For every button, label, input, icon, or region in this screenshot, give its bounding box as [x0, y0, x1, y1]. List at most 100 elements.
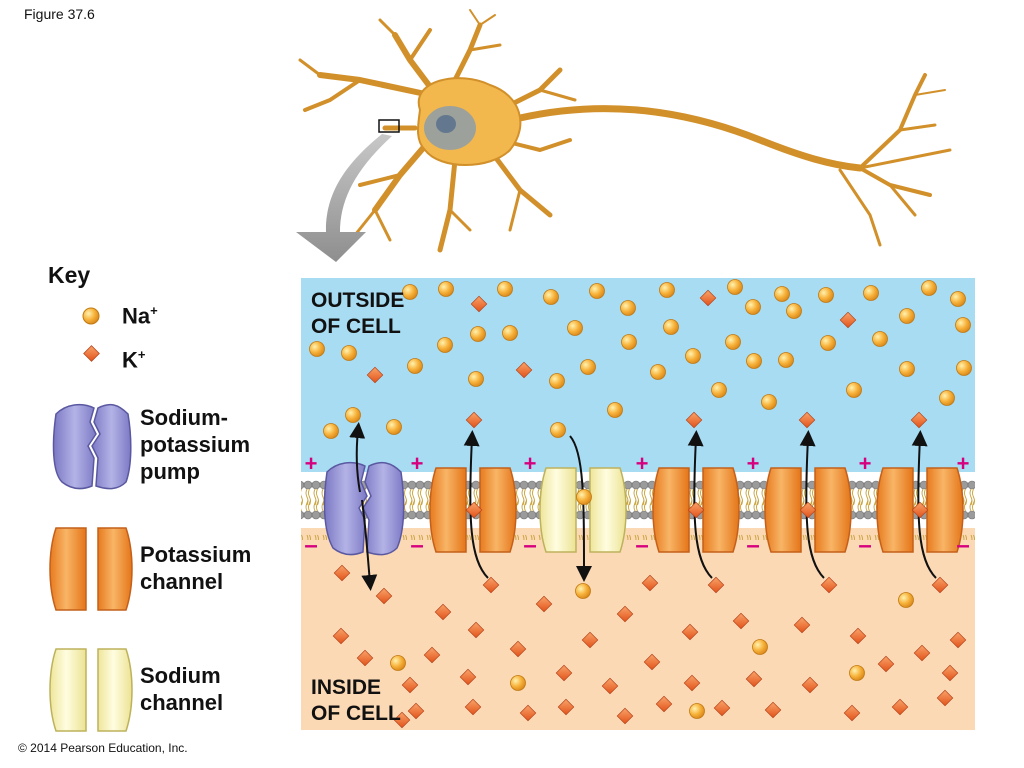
k-ion: [707, 576, 725, 594]
k-ion: [936, 689, 954, 707]
pump-arrow-out: [349, 422, 366, 493]
na-ion: [575, 583, 591, 599]
negative-charge: –: [956, 532, 969, 559]
na-ion: [576, 489, 592, 505]
na-ion: [950, 291, 966, 307]
k-ion: [891, 698, 909, 716]
na-ion: [621, 334, 637, 350]
sodium-potassium-pump: [323, 461, 405, 556]
k-ion: [332, 627, 350, 645]
na-arrow: [569, 435, 592, 582]
k-ion: [713, 699, 731, 717]
key-title: Key: [48, 262, 91, 288]
membrane-proteins: [323, 461, 964, 556]
na-ion: [752, 639, 768, 655]
positive-charge: +: [957, 451, 970, 476]
na-ion: [746, 353, 762, 369]
k-ion: [949, 631, 967, 649]
na-ion: [468, 371, 484, 387]
na-ion: [386, 419, 402, 435]
na-ion: [849, 665, 865, 681]
na-ion: [745, 299, 761, 315]
k-ion: [515, 361, 533, 379]
na-ion: [438, 281, 454, 297]
k-ion: [459, 668, 477, 686]
k-ion: [641, 574, 659, 592]
na-ion: [899, 308, 915, 324]
negative-charge: –: [746, 532, 759, 559]
positive-charge: +: [747, 451, 760, 476]
k-arrow-3: [799, 430, 825, 579]
na-ion: [659, 282, 675, 298]
negative-charge: –: [523, 532, 536, 559]
na-ion: [407, 358, 423, 374]
bilayer-upper-leaflet: [301, 466, 975, 506]
k-ion: [407, 702, 425, 720]
k-ion: [555, 664, 573, 682]
key-pump-label: Sodium- potassium pump: [140, 405, 251, 484]
k-ion: [643, 653, 661, 671]
na-ion: [921, 280, 937, 296]
positive-charge: +: [411, 451, 424, 476]
na-ion: [497, 281, 513, 297]
k-ion: [801, 676, 819, 694]
k-ion: [687, 501, 705, 519]
k-ion: [877, 655, 895, 673]
k-ion: [535, 595, 553, 613]
na-ion: [939, 390, 955, 406]
na-ion: [725, 334, 741, 350]
bilayer-lower-leaflet: [301, 500, 975, 540]
na-ion: [956, 360, 972, 376]
k-ion: [913, 644, 931, 662]
zoom-region-box: [378, 119, 400, 133]
neuron-illustration: [298, 9, 952, 253]
na-ion: [510, 675, 526, 691]
k-ion: [401, 676, 419, 694]
na-ion: [580, 359, 596, 375]
k-ion: [764, 701, 782, 719]
key-na-ion-icon: [82, 307, 100, 325]
k-arrow-4: [911, 430, 937, 579]
na-ion: [567, 320, 583, 336]
k-ion: [616, 605, 634, 623]
na-ion: [550, 422, 566, 438]
key-sodium-channel-icon: [49, 648, 133, 732]
na-ion: [620, 300, 636, 316]
k-ion: [732, 612, 750, 630]
na-ion: [685, 348, 701, 364]
na-ion: [402, 284, 418, 300]
na-ion: [898, 592, 914, 608]
k-arrow-1: [463, 430, 489, 579]
zoom-arrow: [296, 134, 392, 262]
potassium-channel-2: [652, 467, 740, 553]
k-ion: [482, 576, 500, 594]
key-pump-icon: [52, 403, 132, 490]
k-ion: [601, 677, 619, 695]
k-ion: [745, 670, 763, 688]
key-potassium-channel-icon: [49, 527, 133, 611]
k-ion: [910, 411, 928, 429]
sodium-channel: [539, 467, 627, 553]
k-ion: [557, 698, 575, 716]
k-ion: [434, 603, 452, 621]
k-ion: [683, 674, 701, 692]
k-ion: [333, 564, 351, 582]
negative-charge: –: [304, 532, 317, 559]
k-ion: [820, 576, 838, 594]
na-ion: [589, 283, 605, 299]
membrane-panel: [301, 278, 975, 730]
k-ion: [798, 411, 816, 429]
membrane-charges: +–+–+–+–+–+–+–: [304, 451, 969, 559]
na-ion: [309, 341, 325, 357]
na-ion: [761, 394, 777, 410]
k-ion: [375, 587, 393, 605]
key-na-label: Na+: [122, 303, 158, 329]
k-ion: [799, 501, 817, 519]
inside-cell-region: [301, 528, 975, 730]
key-potassium-channel-label: Potassium channel: [140, 542, 252, 594]
na-ion: [437, 337, 453, 353]
k-ion: [839, 311, 857, 329]
k-ion: [681, 623, 699, 641]
k-ion: [911, 501, 929, 519]
